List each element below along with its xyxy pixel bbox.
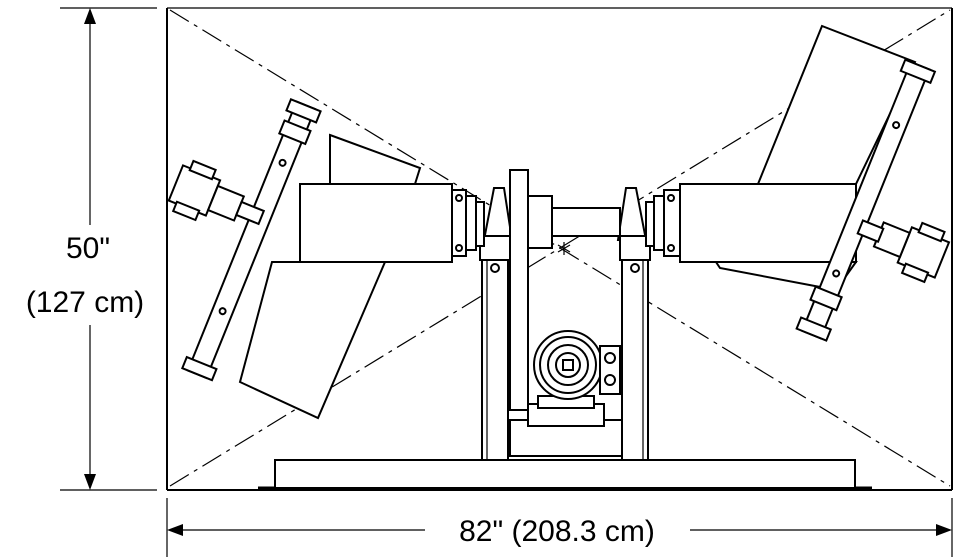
top-extension-lines	[60, 7, 953, 557]
envelope-outline	[166, 7, 953, 491]
center-shaft	[469, 169, 661, 411]
width-label: 82" (208.3 cm)	[459, 515, 655, 548]
height-label-metric: (127 cm)	[26, 286, 144, 319]
width-dimension	[167, 524, 952, 536]
right-arm-assembly	[653, 24, 951, 342]
right-support-column	[616, 187, 651, 461]
base-plate	[258, 459, 872, 490]
height-label-imperial: 50"	[66, 232, 110, 265]
left-arm-assembly	[167, 98, 477, 420]
drive-motor	[509, 330, 623, 457]
height-dimension	[84, 8, 96, 490]
